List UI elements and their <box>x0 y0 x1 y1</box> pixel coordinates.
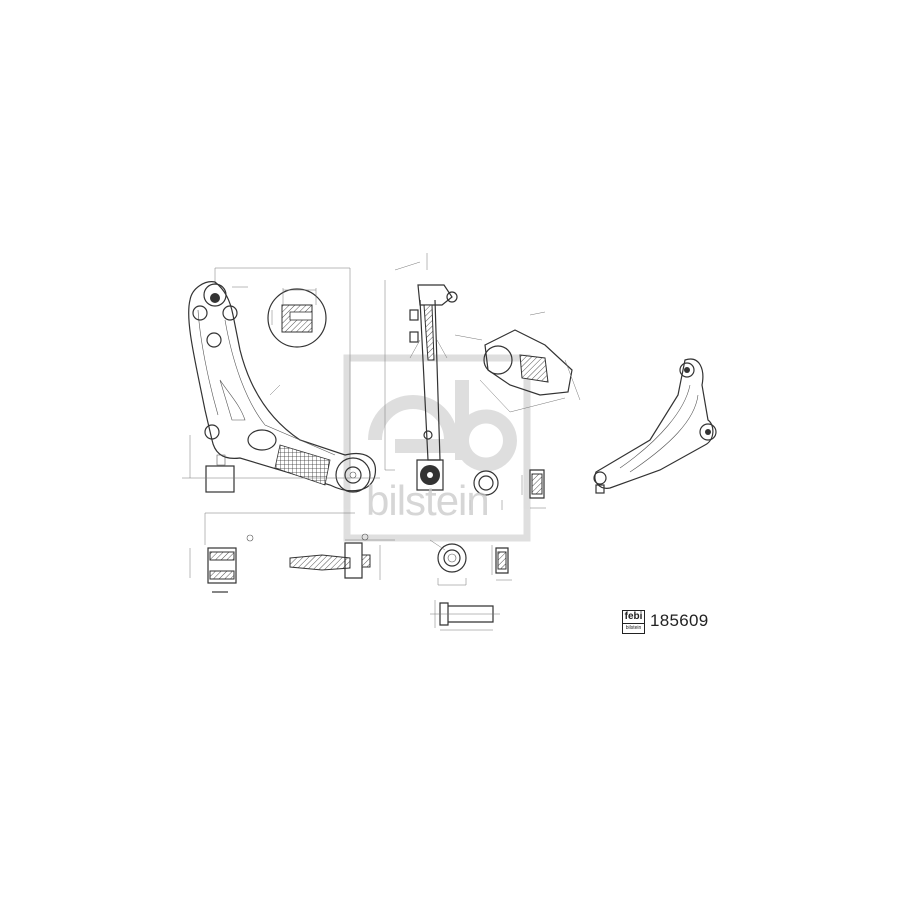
control-arm-perspective-view <box>593 358 717 494</box>
flange-nut-front-view <box>429 539 467 586</box>
nut-side-view <box>521 469 546 509</box>
brand-logo: febi bilstein <box>622 610 645 634</box>
flange-nut-side-view <box>491 545 512 581</box>
control-arm-top-view <box>182 267 380 493</box>
watermark-text: bilstein <box>366 477 490 524</box>
nut-front-view <box>469 470 503 510</box>
control-arm-side-view <box>384 253 458 491</box>
section-detail-circle <box>267 288 327 348</box>
ball-joint-bracket-detail <box>454 311 581 413</box>
part-number: 185609 <box>650 611 709 630</box>
sleeve-side-view <box>430 600 500 631</box>
brand-logo-bottom: bilstein <box>625 625 642 631</box>
bolt-section <box>289 533 395 580</box>
brand-logo-top: febi <box>623 611 644 624</box>
bushing-section <box>189 512 355 593</box>
